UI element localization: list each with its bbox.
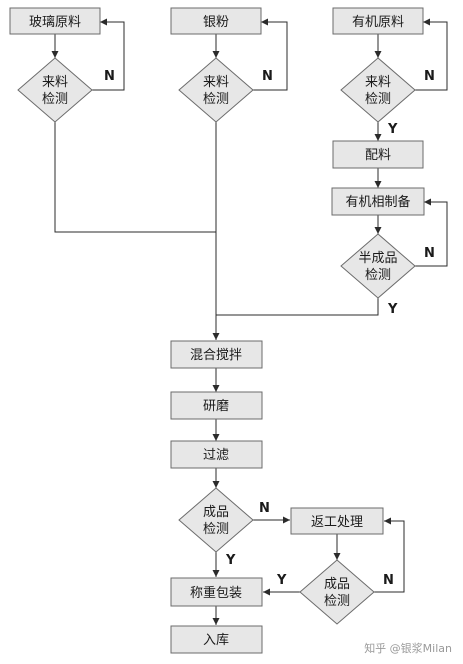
no-label: N <box>262 69 273 84</box>
decision-incoming-check-organic: 来料 检测 <box>340 57 416 123</box>
decision-label-line1: 成品 <box>324 577 350 592</box>
node-glass-material: 玻璃原料 <box>9 7 101 35</box>
node-label: 有机原料 <box>352 15 404 30</box>
node-label: 称重包装 <box>190 585 242 601</box>
node-filtering: 过滤 <box>170 440 263 469</box>
node-warehouse: 入库 <box>170 625 263 654</box>
node-label: 有机相制备 <box>345 194 410 210</box>
node-mix-stir: 混合搅拌 <box>170 340 263 369</box>
line-glass-to-mix <box>54 122 216 233</box>
yes-label: Y <box>387 122 398 137</box>
decision-incoming-check-silver: 来料 检测 <box>178 57 254 123</box>
decision-incoming-check-glass: 来料 检测 <box>17 57 93 123</box>
arrow-rework-check-no <box>374 517 405 593</box>
yes-label: Y <box>387 302 398 317</box>
yes-label: Y <box>276 573 287 588</box>
decision-label-line2: 检测 <box>203 522 229 537</box>
node-label: 入库 <box>203 632 229 648</box>
decision-label-line2: 检测 <box>203 92 229 107</box>
node-label: 银粉 <box>203 15 229 30</box>
yes-label: Y <box>225 553 236 568</box>
decision-label-line1: 来料 <box>365 75 391 90</box>
node-weigh-pack: 称重包装 <box>170 577 263 607</box>
line-semi-check-yes-to-mix <box>216 298 379 316</box>
decision-rework-check: 成品 检测 <box>299 559 375 625</box>
decision-label-line2: 检测 <box>42 92 68 107</box>
decision-label-line1: 来料 <box>203 75 229 90</box>
no-label: N <box>424 69 435 84</box>
watermark-text: 知乎 @银浆Milan <box>364 641 452 655</box>
decision-semi-product-check: 半成品 检测 <box>340 233 416 299</box>
node-label: 玻璃原料 <box>29 15 81 30</box>
no-label: N <box>259 501 270 516</box>
decision-label-line1: 半成品 <box>358 251 397 266</box>
node-label: 返工处理 <box>311 515 363 530</box>
node-label: 过滤 <box>203 448 229 463</box>
no-label: N <box>104 69 115 84</box>
node-organic-phase-prep: 有机相制备 <box>331 187 425 216</box>
no-label: N <box>424 246 435 261</box>
arrow-semi-check-no <box>415 198 448 267</box>
node-batching: 配料 <box>332 140 424 169</box>
no-label: N <box>383 573 394 588</box>
decision-label-line2: 检测 <box>324 594 350 609</box>
decision-label-line2: 检测 <box>365 92 391 107</box>
node-label: 配料 <box>365 148 391 163</box>
node-label: 混合搅拌 <box>190 347 242 363</box>
node-label: 研磨 <box>203 399 229 414</box>
decision-label-line2: 检测 <box>365 268 391 283</box>
decision-label-line1: 成品 <box>203 505 229 520</box>
arrow-organic-check-no <box>415 18 448 91</box>
connectors <box>51 18 448 625</box>
node-silver-powder: 银粉 <box>170 7 262 35</box>
arrow-silver-check-no <box>253 18 288 91</box>
decision-product-check: 成品 检测 <box>178 487 254 553</box>
node-organic-material: 有机原料 <box>332 7 424 35</box>
decision-label-line1: 来料 <box>42 75 68 90</box>
node-grinding: 研磨 <box>170 391 263 420</box>
arrow-glass-check-no <box>92 18 125 91</box>
node-rework: 返工处理 <box>290 507 384 535</box>
